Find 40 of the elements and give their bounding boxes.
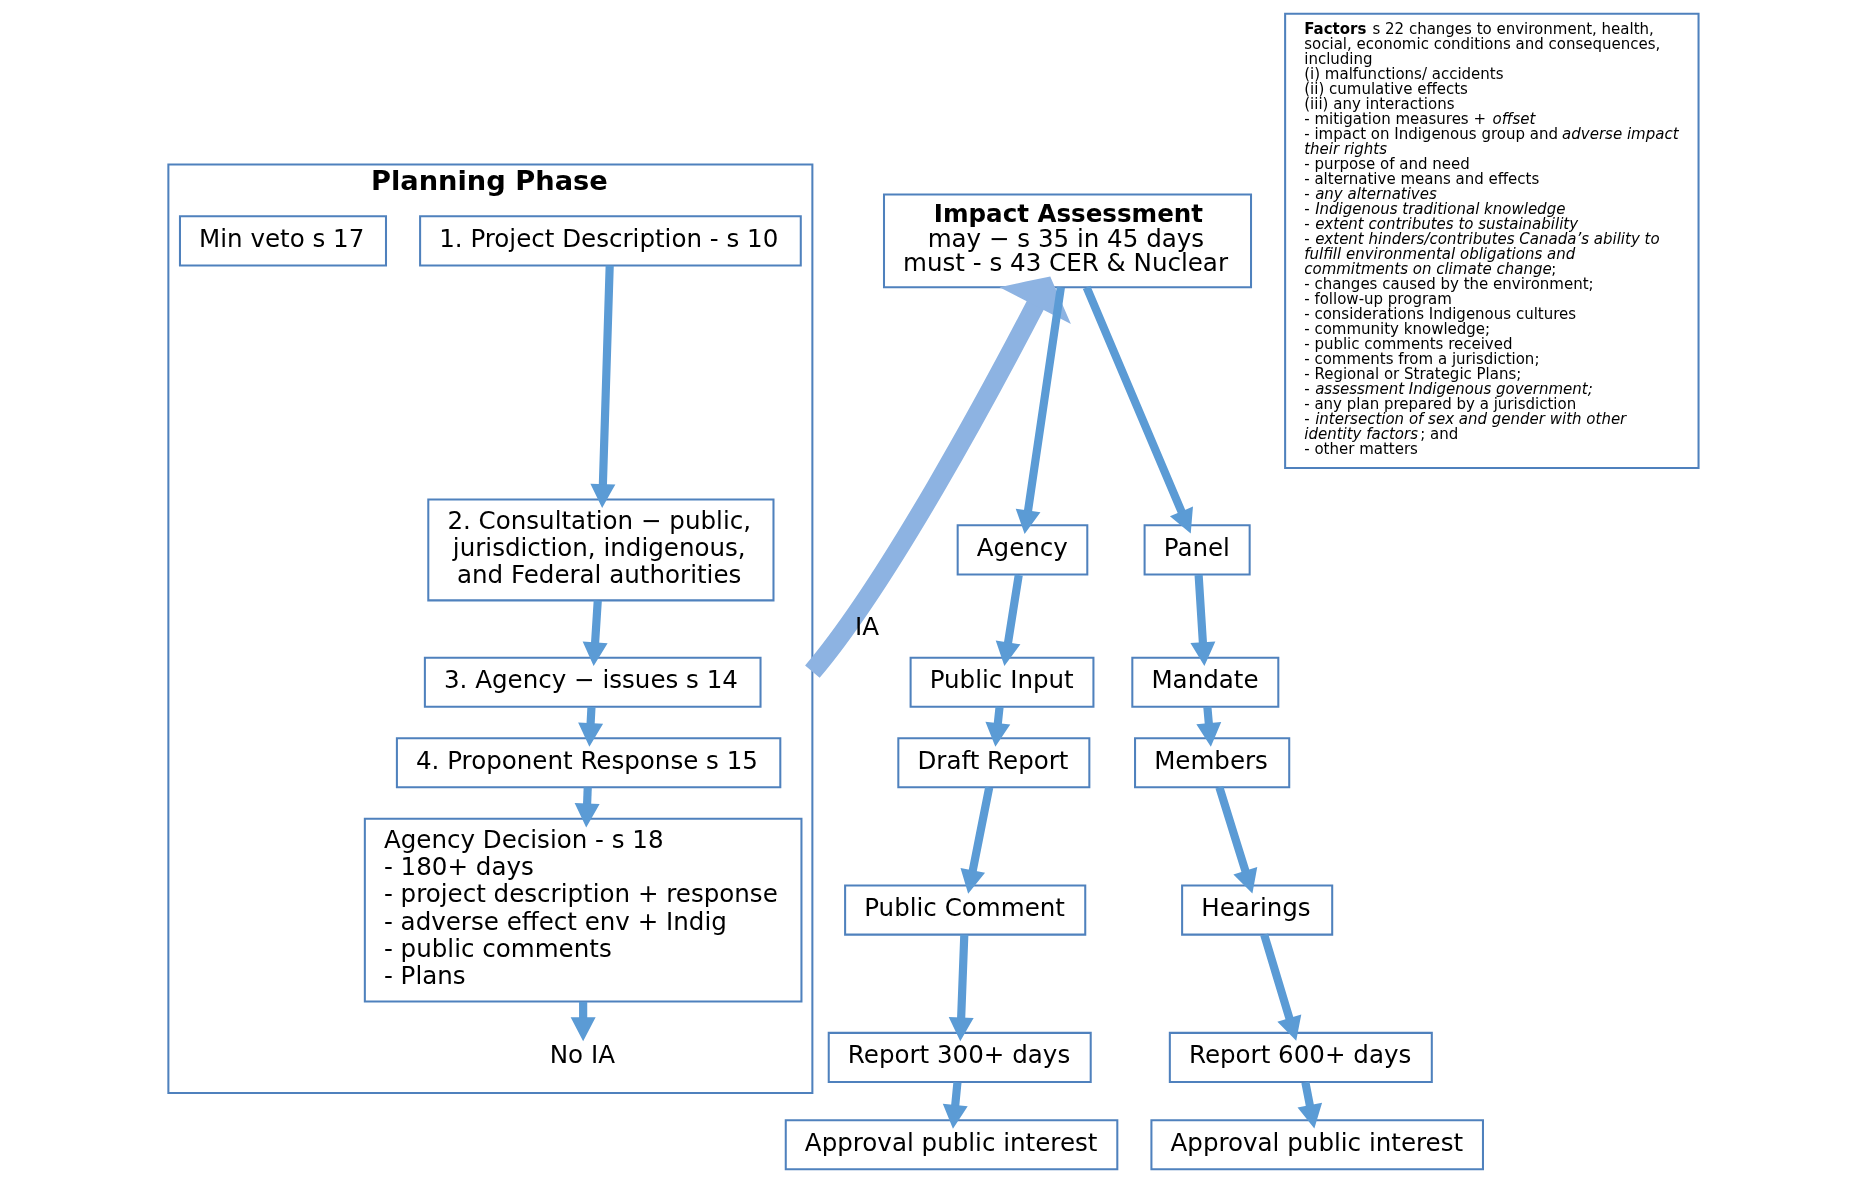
node-box: Agency <box>956 524 1089 576</box>
node-box: 1. Project Description - s 10 <box>419 215 802 267</box>
node-box: 3. Agency − issues s 14 <box>423 656 762 708</box>
arrow <box>942 1082 968 1129</box>
node-box: Members <box>1134 737 1291 789</box>
node-box: Agency Decision - s 18 - 180+ days - project description + response - adverse effect env + Indig - public comments - Plans <box>363 817 803 1003</box>
arrow <box>948 934 974 1042</box>
node-box: 2. Consultation − public, jurisdiction, indigenous, and Federal authorities <box>427 498 775 602</box>
edge-label: IA <box>854 612 879 642</box>
arrow <box>960 786 994 894</box>
node-box: Report 600+ days <box>1168 1031 1433 1084</box>
node-box: Mandate <box>1131 656 1280 708</box>
arrow <box>574 787 600 828</box>
arrow <box>804 276 1071 678</box>
arrow <box>1190 574 1216 667</box>
arrow <box>582 600 608 667</box>
arrow <box>1215 786 1258 894</box>
arrow <box>1082 285 1193 534</box>
node-box: Report 300+ days <box>827 1031 1092 1084</box>
arrow <box>1015 286 1065 534</box>
node-box: 4. Proponent Response s 15 <box>395 737 782 789</box>
node-box: Min veto s 17 <box>178 215 387 267</box>
node-box: Public Comment <box>844 884 1087 936</box>
arrow <box>995 574 1023 666</box>
node-box: Draft Report <box>897 737 1091 789</box>
arrow <box>590 265 616 508</box>
node-box: Hearings <box>1181 884 1334 936</box>
arrow <box>985 706 1011 747</box>
node-box: Factors s 22 changes to environment, health, social, economic conditions and consequences, including (i) malfunctions/ accidents (ii) cumulative effects (iii) any interactions - mitigation measures + offset - impact on Indigenous group and adverse impact their rights - purpose of and need - alternative means and effects - any alternatives - Indigenous traditional knowledge - extent contributes to sustainability - extent hinders/contributes Canada’s ability to fulfill environmental obligations and commitments on climate change; - changes caused by the environment; - follow-up program - considerations Indigenous cultures - community knowledge; - public comments received - comments from a jurisdiction; - Regional or Strategic Plans; - assessment Indigenous government; - any plan prepared by a jurisdiction - intersection of sex and gender with other identity factors; and - other matters <box>1284 12 1700 470</box>
arrow <box>570 1001 596 1042</box>
node-box: Panel <box>1143 524 1251 576</box>
arrow <box>1260 933 1302 1041</box>
node-box: Public Input <box>909 656 1095 708</box>
node-box: Approval public interest <box>784 1119 1119 1171</box>
arrow <box>1196 706 1222 747</box>
arrow <box>578 706 604 747</box>
arrow <box>1297 1081 1323 1129</box>
node-box: Impact Assessment may − s 35 in 45 days must - s 43 CER & Nuclear <box>882 193 1253 289</box>
node-text: No IA <box>549 1040 615 1070</box>
node-box: Approval public interest <box>1150 1119 1484 1171</box>
